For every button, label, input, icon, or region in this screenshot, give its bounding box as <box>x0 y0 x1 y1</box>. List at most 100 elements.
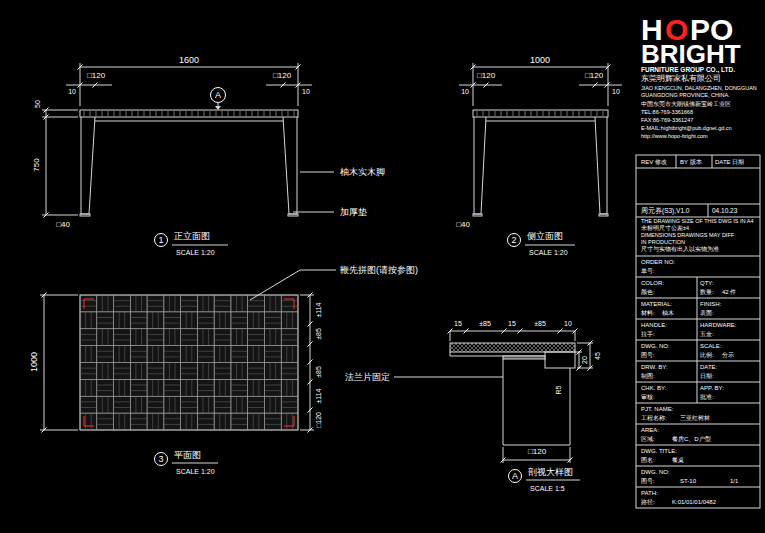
parquet-cell <box>164 363 181 380</box>
dimension-tick <box>308 322 313 327</box>
parquet-cell <box>264 346 281 363</box>
parquet-cell <box>147 295 164 312</box>
front-elevation-part <box>80 214 90 216</box>
parquet-strip <box>219 379 220 396</box>
parquet-strip <box>85 346 86 363</box>
parquet-strip <box>191 346 192 363</box>
parquet-cell-outline <box>147 363 164 380</box>
title-block-field: 审核: <box>641 394 655 400</box>
parquet-cell-outline <box>181 413 198 430</box>
parquet-cell-outline <box>130 329 147 346</box>
parquet-strip <box>80 334 97 335</box>
parquet-cell-outline <box>214 363 231 380</box>
parquet-strip <box>242 363 243 380</box>
parquet-strip <box>275 396 276 413</box>
section-detail-part <box>503 356 545 359</box>
parquet-cell <box>214 396 231 413</box>
slat-line <box>477 111 478 116</box>
dimension-text: 15 <box>508 320 516 327</box>
parquet-cell <box>130 295 147 312</box>
title-block-field: DWG. NO: <box>641 343 670 349</box>
parquet-cell <box>97 379 114 396</box>
parquet-cell-outline <box>248 396 265 413</box>
parquet-cell <box>97 312 114 329</box>
note-text: 未标明尺寸公差±4 <box>641 226 689 232</box>
parquet-cell-outline <box>248 379 265 396</box>
parquet-cell-outline <box>248 295 265 312</box>
parquet-strip <box>231 317 248 318</box>
parquet-cell <box>264 295 281 312</box>
view-title: 剖视大样图 <box>528 468 573 477</box>
parquet-cell-outline <box>264 346 281 363</box>
title-block-field: HARDWARE: <box>700 322 736 328</box>
parquet-cell-outline <box>231 379 248 396</box>
parquet-cell <box>130 329 147 346</box>
logo-text: BRIGHT <box>641 41 741 67</box>
plan-view-part <box>80 295 298 430</box>
parquet-strip <box>214 300 231 301</box>
parquet-strip <box>214 401 231 402</box>
parquet-cell-outline <box>97 346 114 363</box>
parquet-strip <box>158 379 159 396</box>
slat-line <box>567 111 568 116</box>
parquet-strip <box>219 312 220 329</box>
parquet-cell <box>181 295 198 312</box>
front-elevation-part <box>172 245 228 246</box>
parquet-cell <box>80 295 97 312</box>
parquet-strip <box>281 300 298 301</box>
parquet-strip <box>202 396 203 413</box>
dimension-tick <box>308 428 313 433</box>
parquet-cell-outline <box>181 363 198 380</box>
parquet-strip <box>141 396 142 413</box>
dimension-tick <box>42 293 47 298</box>
parquet-strip <box>130 323 147 324</box>
parquet-strip <box>258 346 259 363</box>
parquet-strip <box>214 373 231 374</box>
title-block-field: SCALE: <box>700 343 721 349</box>
parquet-strip <box>292 379 293 396</box>
marker-text: 3 <box>158 455 163 464</box>
front-elevation-part <box>266 85 312 86</box>
front-elevation-part <box>300 172 334 173</box>
title-block-field: 路径: <box>641 499 655 505</box>
dimension-tick <box>588 366 593 371</box>
side-elevation-part <box>459 85 502 86</box>
dimension-tick <box>78 83 83 88</box>
parquet-cell-outline <box>248 329 265 346</box>
parquet-cell-outline <box>147 379 164 396</box>
parquet-strip <box>181 340 198 341</box>
parquet-cell-outline <box>130 295 147 312</box>
side-elevation-part <box>473 67 608 68</box>
slat-line <box>585 111 586 116</box>
parquet-strip <box>191 379 192 396</box>
parquet-cell <box>114 312 131 329</box>
parquet-cell <box>231 346 248 363</box>
parquet-strip <box>147 368 164 369</box>
parquet-strip <box>85 413 86 430</box>
dimension-tick <box>296 83 301 88</box>
parquet-strip <box>197 356 214 357</box>
title-block-part <box>636 403 760 404</box>
parquet-strip <box>147 306 164 307</box>
dimension-tick <box>93 83 98 88</box>
title-block-field: 图号: <box>641 478 655 484</box>
parquet-cell-outline <box>147 312 164 329</box>
dimension-tick <box>44 115 49 120</box>
parquet-cell-outline <box>130 346 147 363</box>
parquet-strip <box>152 413 153 430</box>
parquet-strip <box>248 373 265 374</box>
parquet-strip <box>281 306 298 307</box>
parquet-cell-outline <box>97 396 114 413</box>
side-elevation-part <box>595 117 607 214</box>
part-label: 鞭先拼图(请按参图) <box>340 266 418 275</box>
title-block-field: DWG. TITLE: <box>641 448 677 454</box>
parquet-cell-outline <box>197 396 214 413</box>
dimension-text: 50 <box>34 100 41 108</box>
parquet-cell <box>130 396 147 413</box>
title-block-field: AREA: <box>641 427 659 433</box>
parquet-strip <box>292 413 293 430</box>
parquet-strip <box>164 418 181 419</box>
front-elevation-part <box>293 212 334 213</box>
parquet-cell <box>248 295 265 312</box>
parquet-strip <box>258 413 259 430</box>
